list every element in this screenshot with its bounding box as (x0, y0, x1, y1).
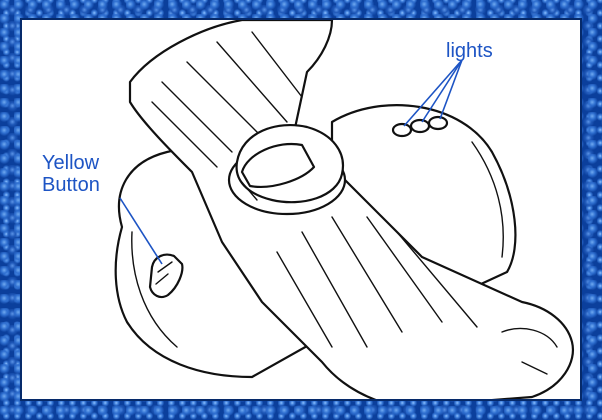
arm-ridge-upper (161, 81, 233, 153)
lights-leader-2 (421, 59, 463, 123)
light-2 (409, 118, 431, 134)
lights-label: lights (446, 40, 493, 62)
light-3 (427, 115, 449, 131)
yellow-button-label: Yellow Button (42, 152, 100, 196)
device-illustration (114, 20, 575, 399)
yellow-button-leader (119, 197, 163, 265)
yellow-button-label-line1: Yellow (42, 152, 100, 174)
diagram-panel: lights Yellow Button (20, 18, 582, 401)
lights-leader-3 (439, 59, 463, 120)
lights-leader-1 (403, 59, 463, 127)
base-right-lobe (330, 104, 517, 304)
arm-ridge-lower (301, 231, 368, 348)
light-1 (391, 122, 413, 138)
yellow-button-label-line2: Button (42, 174, 100, 196)
